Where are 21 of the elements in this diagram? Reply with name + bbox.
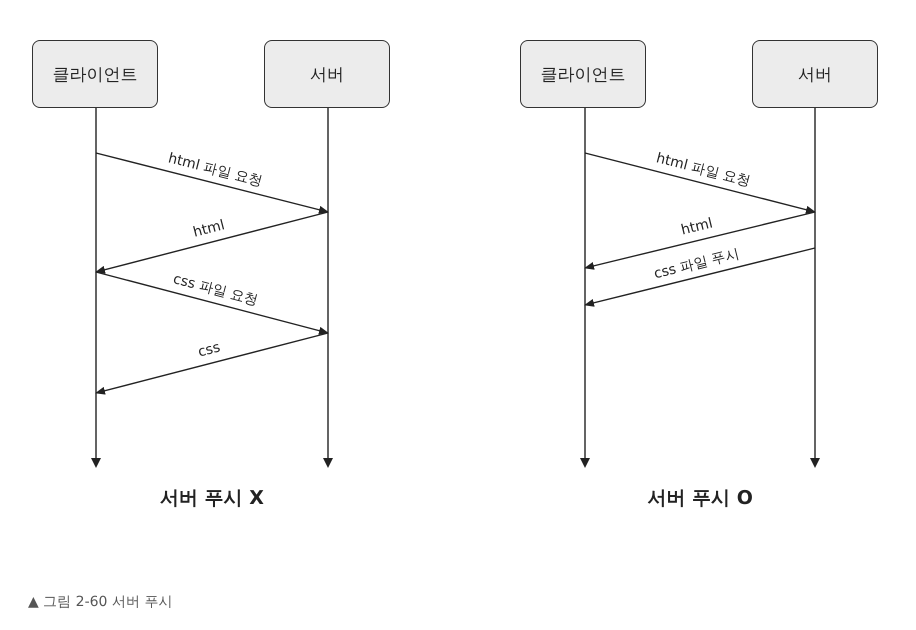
edge-label: css [196,340,222,361]
message-arrow [95,211,328,274]
message-arrow [96,152,329,214]
message-arrow [95,332,328,395]
participant-box: 서버 [752,40,878,108]
diagram-caption: 서버 푸시 O [648,486,753,511]
message-arrow [584,211,816,270]
participant-box: 클라이언트 [32,40,158,108]
edge-label: css 파일 요청 [170,270,260,310]
edge-label: html [679,216,714,239]
message-arrow [584,152,816,214]
edge-label: html [191,218,226,242]
edge-label: html 파일 요청 [166,149,264,191]
participant-box: 서버 [264,40,390,108]
edge-label: css 파일 푸시 [652,244,742,284]
edge-label: html 파일 요청 [654,149,752,191]
message-arrow [96,271,329,335]
diagram-caption: 서버 푸시 X [160,486,264,511]
figure-caption: ▲ 그림 2-60 서버 푸시 [28,593,172,611]
message-arrow [584,247,816,307]
participant-box: 클라이언트 [520,40,646,108]
